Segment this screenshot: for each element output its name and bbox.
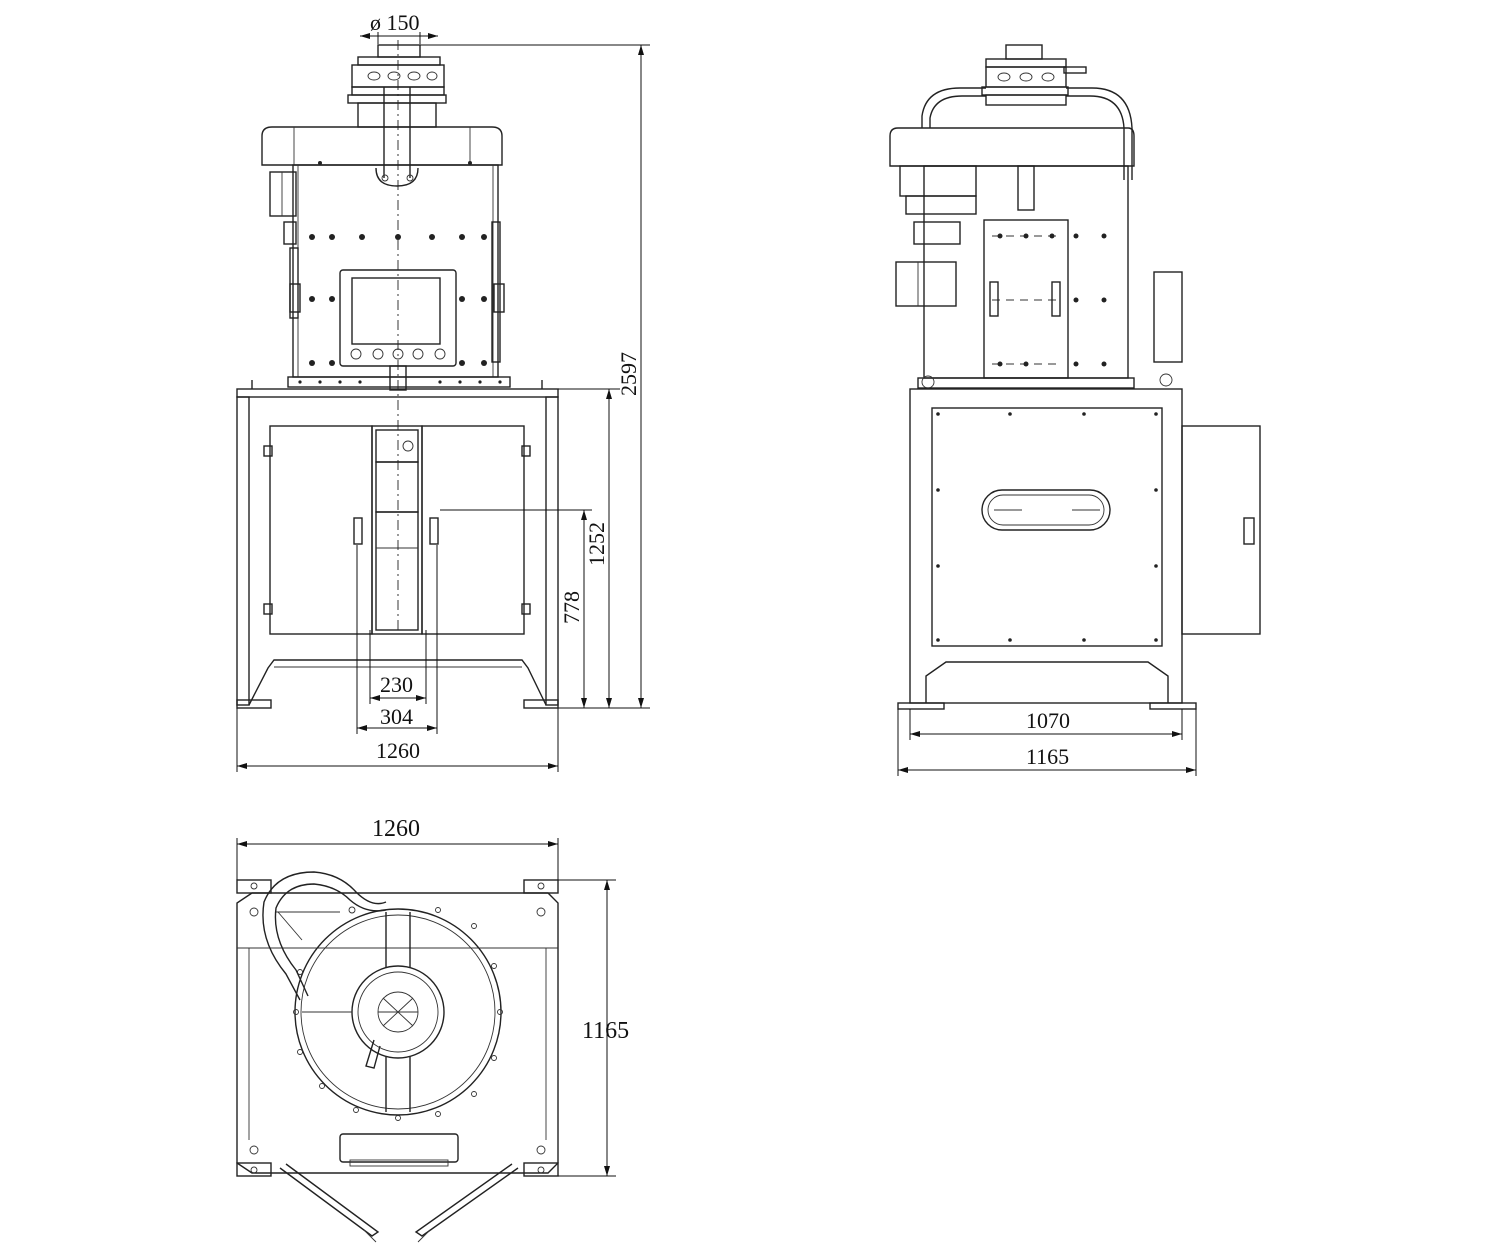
dim-total-height: 2597	[616, 352, 641, 396]
frame-leg-left	[236, 396, 250, 706]
dim-outlet-outer-width: 304	[380, 704, 413, 729]
frame-leg-right	[545, 396, 559, 706]
side-top-cover	[889, 127, 1135, 167]
side-inspection-plate	[983, 219, 1069, 379]
top-frame-plate	[236, 892, 559, 1174]
side-motor-upper	[899, 165, 977, 197]
top-electrical-box	[339, 1133, 459, 1163]
side-return-pipe	[921, 87, 986, 128]
top-conveying-pipe	[262, 871, 387, 1001]
side-electrical-box	[1153, 271, 1183, 363]
dim-top-depth: 1165	[582, 1018, 629, 1044]
dim-frame-width: 1260	[376, 738, 420, 763]
top-cover	[261, 126, 503, 166]
dim-outlet-inner-width: 230	[380, 672, 413, 697]
side-view: 1070 1165	[889, 44, 1261, 776]
dim-side-overall-width: 1165	[1026, 744, 1069, 769]
dim-top-width: 1260	[372, 816, 420, 842]
discharge-chute	[371, 425, 423, 635]
top-cyclone-body	[294, 908, 502, 1116]
side-control-cabinet	[1181, 425, 1261, 635]
front-view: ø 150 2597 1252 778 230 304 1260	[236, 10, 650, 772]
housing-base-plate	[287, 376, 511, 388]
side-access-panel	[931, 407, 1163, 647]
side-motor	[269, 171, 297, 217]
dim-frame-height: 1252	[584, 522, 609, 566]
inlet-flange-upper	[357, 56, 441, 66]
dim-inlet-diameter: ø 150	[370, 10, 420, 35]
side-motor-lower	[895, 261, 957, 307]
side-frame	[909, 388, 1183, 704]
top-view: 1260 1165	[236, 816, 629, 1243]
side-main-housing	[923, 165, 1129, 379]
frame-top-beam	[236, 388, 559, 398]
side-oval-window	[981, 489, 1111, 531]
touch-screen	[351, 277, 441, 345]
main-housing	[292, 164, 499, 378]
inlet-pipe-top	[377, 44, 421, 58]
dim-outlet-height: 778	[559, 591, 584, 624]
dim-side-base-width: 1070	[1026, 708, 1070, 733]
